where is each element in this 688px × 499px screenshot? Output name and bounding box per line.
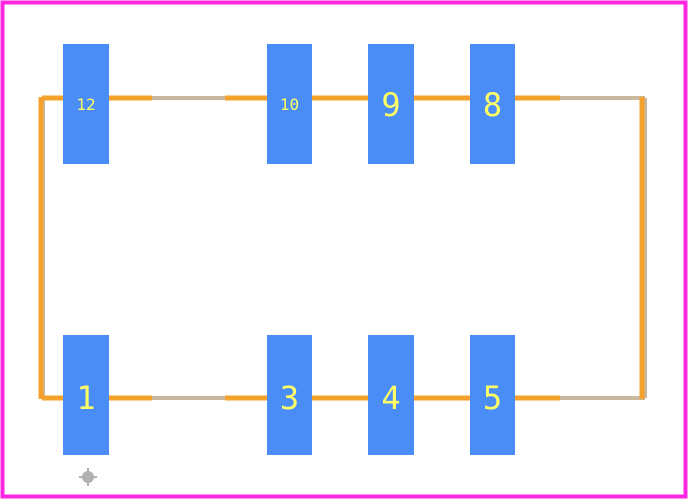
pad-12-copper — [63, 44, 109, 164]
pad-5-copper — [470, 335, 515, 455]
pad-1-copper — [63, 335, 109, 455]
pad-10-copper — [267, 44, 312, 164]
pad-3-copper — [267, 335, 312, 455]
origin-crosshair-icon — [79, 468, 97, 486]
pad-3[interactable]: 3 — [267, 335, 312, 455]
pad-10[interactable]: 10 — [267, 44, 312, 164]
pad-9-label: 9 — [381, 86, 400, 124]
pad-5[interactable]: 5 — [470, 335, 515, 455]
pad-9[interactable]: 9 — [368, 44, 414, 164]
pad-4-label: 4 — [381, 379, 400, 417]
pad-8[interactable]: 8 — [470, 44, 515, 164]
pad-8-label: 8 — [483, 86, 502, 124]
pad-4[interactable]: 4 — [368, 335, 414, 455]
pad-1-label: 1 — [76, 379, 95, 417]
pad-10-label: 10 — [280, 95, 299, 114]
pad-3-label: 3 — [280, 379, 299, 417]
pad-5-label: 5 — [483, 379, 502, 417]
silkscreen-outline — [38, 95, 645, 401]
pad-9-copper — [368, 44, 414, 164]
pad-12-label: 12 — [76, 95, 95, 114]
pad-4-copper — [368, 335, 414, 455]
fab-outline — [41, 96, 647, 400]
pad-1[interactable]: 1 — [63, 335, 109, 455]
pad-12[interactable]: 12 — [63, 44, 109, 164]
pad-8-copper — [470, 44, 515, 164]
